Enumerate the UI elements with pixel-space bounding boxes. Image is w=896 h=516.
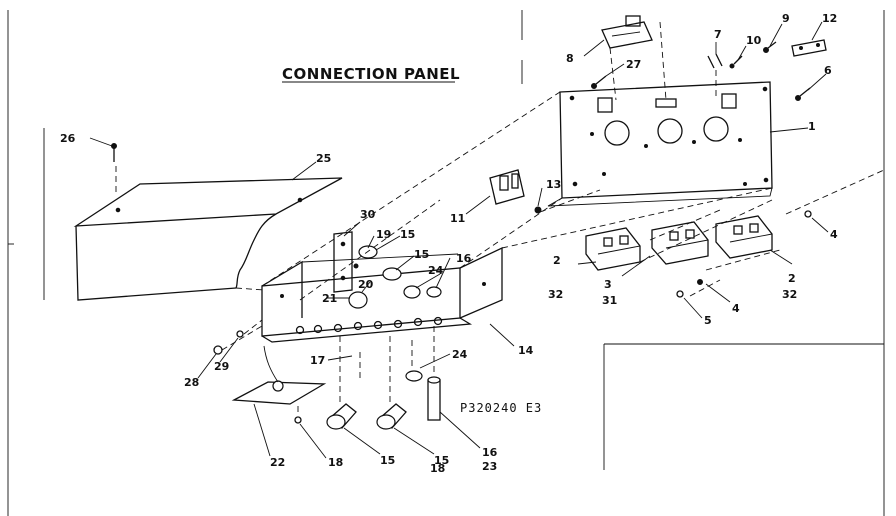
- callout-32-left: 32: [548, 288, 563, 301]
- callout-29: 29: [214, 360, 229, 373]
- screw-26: [111, 143, 117, 162]
- callout-2-right: 2: [788, 272, 796, 285]
- callout-24-b: 24: [452, 348, 468, 361]
- nut-13: [534, 206, 542, 214]
- callout-20: 20: [358, 278, 374, 291]
- callout-31: 31: [602, 294, 617, 307]
- callout-27: 27: [626, 58, 641, 71]
- alignment-lines: [115, 21, 885, 416]
- callout-15-a: 15: [400, 228, 415, 241]
- callout-9: 9: [782, 12, 790, 25]
- washer-18: [294, 416, 302, 424]
- connector-set: [348, 245, 442, 309]
- leader-lines: [89, 21, 829, 459]
- callout-21: 21: [322, 292, 337, 305]
- screw-29: [236, 330, 244, 338]
- callout-19: 19: [376, 228, 391, 241]
- callout-18-a: 18: [328, 456, 343, 469]
- strip-bracket: [333, 231, 353, 293]
- callout-7: 7: [714, 28, 722, 41]
- callout-15-c: 15: [380, 454, 395, 467]
- callout-25: 25: [316, 152, 331, 165]
- washer-4-lower: [697, 279, 703, 285]
- nut-28: [213, 345, 223, 355]
- callout-22: 22: [270, 456, 285, 469]
- callout-16-a: 16: [456, 252, 472, 265]
- callout-15-d: 15: [434, 454, 449, 467]
- callout-4-upper: 4: [830, 228, 838, 241]
- callout-labels: 1 2 32 3 31 2 32 4 4 5 6 7 8 9 10 11 12 …: [60, 12, 838, 475]
- callout-24-a: 24: [428, 264, 444, 277]
- relay-block-left: [585, 227, 641, 271]
- callout-10: 10: [746, 34, 762, 47]
- callout-15-b: 15: [414, 248, 429, 261]
- washer-4: [804, 210, 812, 218]
- callout-4-lower: 4: [732, 302, 740, 315]
- callout-11: 11: [450, 212, 465, 225]
- relay-block-middle: [651, 221, 709, 265]
- callout-1: 1: [808, 120, 816, 133]
- relay-part: [489, 169, 525, 205]
- relay-block-right: [715, 215, 773, 259]
- callout-12: 12: [822, 12, 837, 25]
- small-plate-part: [791, 39, 827, 57]
- callout-30: 30: [360, 208, 376, 221]
- callout-14: 14: [518, 344, 534, 357]
- nut-5: [676, 290, 684, 298]
- callout-23: 23: [482, 460, 497, 473]
- callout-6: 6: [824, 64, 832, 77]
- callout-28: 28: [184, 376, 199, 389]
- callout-2-left: 2: [553, 254, 561, 267]
- diagram-title: CONNECTION PANEL: [282, 65, 460, 83]
- screw-set: [591, 41, 811, 101]
- callout-8: 8: [566, 52, 574, 65]
- callout-13: 13: [546, 178, 561, 191]
- callout-32-right: 32: [782, 288, 797, 301]
- callout-3: 3: [604, 278, 612, 291]
- lower-connectors: [326, 370, 441, 430]
- callout-5: 5: [704, 314, 712, 327]
- switch-part: [601, 15, 653, 49]
- mounting-plate: [547, 81, 773, 207]
- reference-code: P320240 E3: [460, 401, 542, 415]
- callout-17: 17: [310, 354, 325, 367]
- callout-16-b: 16: [482, 446, 498, 459]
- callout-26: 26: [60, 132, 76, 145]
- chassis-bracket: [261, 246, 503, 343]
- callout-18-b: 18: [430, 462, 445, 475]
- terminal-plate: [231, 345, 327, 405]
- cover-panel: [73, 177, 343, 301]
